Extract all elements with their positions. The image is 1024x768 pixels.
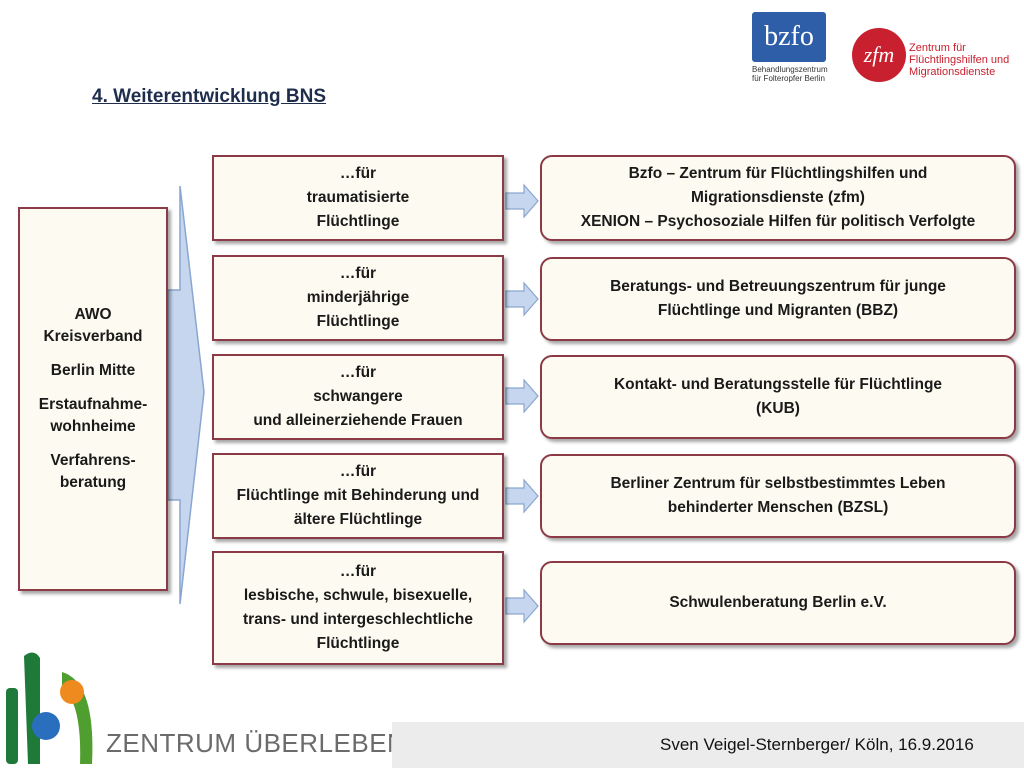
org-line: Bzfo – Zentrum für Flüchtlingshilfen und (628, 165, 928, 182)
target-group-box-4: …für Flüchtlinge mit Behinderung und ält… (212, 453, 504, 539)
org-line: (KUB) (756, 400, 800, 417)
page-title: 4. Weiterentwicklung BNS (92, 86, 327, 107)
org-line: Schwulenberatung Berlin e.V. (669, 594, 887, 611)
bzfo-logo-mark: bzfo (752, 12, 826, 62)
awo-line: AWO (74, 306, 112, 323)
logo-dot-orange (60, 680, 84, 704)
org-line: Flüchtlinge und Migranten (BBZ) (657, 302, 899, 319)
organization-box-5: Schwulenberatung Berlin e.V. (540, 561, 1016, 645)
organization-box-1: Bzfo – Zentrum für Flüchtlingshilfen und… (540, 155, 1016, 241)
awo-line: beratung (59, 474, 127, 491)
target-line: …für (339, 563, 377, 580)
target-line: Flüchtlinge (316, 213, 400, 230)
target-group-box-2: …für minderjährige Flüchtlinge (212, 255, 504, 341)
awo-line: Verfahrens- (50, 452, 136, 469)
org-line: Kontakt- und Beratungsstelle für Flüchtl… (613, 376, 943, 393)
zfm-logo-mark: zfm (852, 28, 906, 82)
arrow-row-2 (505, 281, 539, 317)
bzfo-logo-line2: für Folteropfer Berlin (752, 74, 825, 83)
org-line: Migrationsdienste (zfm) (691, 189, 865, 206)
awo-line: Erstaufnahme- (38, 396, 148, 413)
arrow-row-3 (505, 378, 539, 414)
target-line: minderjährige (306, 289, 410, 306)
zfm-logo-line1: Zentrum für (909, 42, 966, 54)
zentrum-ueberleben-logo-mark (6, 652, 93, 764)
target-line: …für (339, 265, 377, 282)
target-line: …für (339, 463, 377, 480)
logo-dot-blue (32, 712, 60, 740)
target-group-box-1: …für traumatisierte Flüchtlinge (212, 155, 504, 241)
organization-box-3: Kontakt- und Beratungsstelle für Flüchtl… (540, 355, 1016, 439)
zfm-logo: zfm Zentrum für Flüchtlingshilfen und Mi… (852, 28, 1022, 84)
footer-text: Sven Veigel-Sternberger/ Köln, 16.9.2016 (660, 735, 974, 754)
awo-line: Berlin Mitte (50, 362, 136, 379)
logo-stem-main (24, 652, 40, 764)
org-line: Beratungs- und Betreuungszentrum für jun… (610, 278, 946, 295)
target-group-box-3: …für schwangere und alleinerziehende Fra… (212, 354, 504, 440)
arrow-row-4 (505, 478, 539, 514)
organization-box-4: Berliner Zentrum für selbstbestimmtes Le… (540, 454, 1016, 538)
org-line: behinderter Menschen (BZSL) (667, 499, 889, 516)
org-line: XENION – Psychosoziale Hilfen für politi… (580, 213, 976, 230)
zfm-logo-line3: Migrationsdienste (909, 66, 996, 78)
bzfo-logo: bzfo Behandlungszentrum für Folteropfer … (752, 12, 830, 94)
logo-stem-left (6, 688, 18, 764)
target-line: …für (339, 364, 377, 381)
target-line: trans- und intergeschlechtliche (243, 611, 473, 628)
target-line: traumatisierte (306, 189, 410, 206)
target-line: Flüchtlinge mit Behinderung und (236, 487, 480, 504)
zentrum-ueberleben-wordmark: ZENTRUM ÜBERLEBEN (106, 728, 407, 758)
target-line: …für (339, 165, 377, 182)
arrow-row-5 (505, 588, 539, 624)
bzfo-logo-line1: Behandlungszentrum (752, 65, 828, 74)
awo-box: AWO Kreisverband Berlin Mitte Erstaufnah… (18, 207, 168, 591)
target-line: Flüchtlinge (316, 635, 400, 652)
awo-line: wohnheime (50, 418, 136, 435)
awo-line: Kreisverband (43, 328, 143, 345)
footer-bar (392, 722, 1024, 768)
org-line: Berliner Zentrum für selbstbestimmtes Le… (610, 475, 946, 492)
arrow-row-1 (505, 183, 539, 219)
target-line: ältere Flüchtlinge (293, 511, 423, 528)
bracket-arrow (167, 185, 205, 605)
target-line: und alleinerziehende Frauen (253, 412, 463, 429)
organization-box-2: Beratungs- und Betreuungszentrum für jun… (540, 257, 1016, 341)
target-group-box-5: …für lesbische, schwule, bisexuelle, tra… (212, 551, 504, 665)
target-line: lesbische, schwule, bisexuelle, (243, 587, 473, 604)
zfm-logo-line2: Flüchtlingshilfen und (909, 54, 1010, 66)
target-line: schwangere (313, 388, 403, 405)
target-line: Flüchtlinge (316, 313, 400, 330)
